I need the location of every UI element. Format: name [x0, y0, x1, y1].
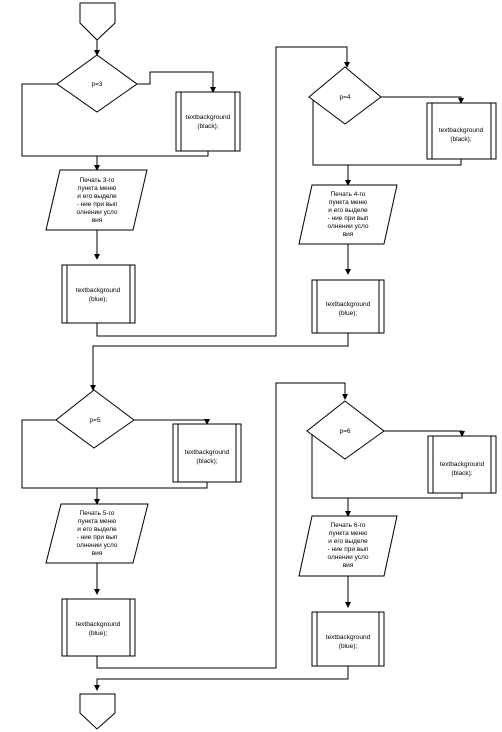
- output-text: Печать 4-го: [331, 191, 366, 198]
- output-text: вия: [343, 562, 354, 569]
- output-text: олнении усло: [327, 223, 368, 230]
- process-text: textbackground: [439, 127, 484, 134]
- decision-diamond: [55, 389, 135, 449]
- output-text: Печать 6-го: [331, 522, 366, 529]
- output-text: вия: [92, 217, 103, 224]
- process-text: (blue);: [89, 630, 108, 637]
- output-text: вия: [92, 550, 103, 557]
- decision-label: p=5: [89, 417, 100, 424]
- process-box: [61, 264, 136, 324]
- output-parallelogram: [45, 503, 149, 564]
- output-text: олнении усло: [76, 542, 117, 549]
- process-box: [311, 279, 385, 334]
- output-text: пункта меню: [329, 530, 367, 537]
- start-terminator: [79, 2, 116, 41]
- process-text: textbackground: [185, 449, 230, 456]
- decision-diamond: [56, 54, 138, 113]
- output-text: вия: [343, 231, 354, 238]
- process-box: [172, 423, 242, 483]
- output-text: - ние при вып: [328, 546, 369, 553]
- process-text: (black);: [450, 136, 472, 143]
- output-text: пункта меню: [78, 185, 116, 192]
- output-text: - ние при вып: [328, 215, 369, 222]
- output-text: и его выделе: [77, 193, 117, 200]
- process-text: (black);: [451, 470, 473, 477]
- process-text: textbackground: [76, 287, 121, 294]
- output-text: пункта меню: [78, 518, 116, 525]
- output-text: олнении усло: [76, 209, 117, 216]
- output-text: и его выделе: [77, 526, 117, 533]
- decision-label: p=6: [339, 428, 350, 435]
- output-text: - ние при вып: [77, 534, 118, 541]
- output-text: - ние при вып: [77, 201, 118, 208]
- process-box: [61, 598, 136, 657]
- connectors: [21, 40, 465, 691]
- decision-label: p=4: [339, 94, 350, 101]
- process-box: [311, 611, 385, 667]
- process-box: [175, 91, 241, 152]
- output-text: и его выделе: [328, 207, 368, 214]
- process-text: textbackground: [76, 621, 121, 628]
- process-text: (blue);: [339, 310, 358, 317]
- output-text: пункта меню: [329, 199, 367, 206]
- output-text: олнении усло: [327, 554, 368, 561]
- process-text: textbackground: [186, 114, 231, 121]
- process-text: textbackground: [440, 461, 485, 468]
- output-text: Печать 3-го: [80, 177, 115, 184]
- decision-diamond: [306, 400, 385, 460]
- output-text: и его выделе: [328, 538, 368, 545]
- decision-diamond: [308, 66, 382, 125]
- process-text: (blue);: [89, 296, 108, 303]
- output-parallelogram: [45, 169, 148, 231]
- process-text: (black);: [196, 458, 218, 465]
- output-text: Печать 5-го: [80, 510, 115, 517]
- process-text: textbackground: [326, 301, 371, 308]
- output-parallelogram: [298, 184, 398, 245]
- end-terminator: [79, 693, 116, 730]
- decision-label: p=3: [91, 81, 102, 88]
- process-box: [426, 102, 497, 160]
- process-text: (black);: [197, 123, 219, 130]
- process-text: (blue);: [339, 643, 358, 650]
- output-parallelogram: [298, 515, 398, 577]
- process-text: textbackground: [326, 634, 371, 641]
- process-box: [427, 435, 497, 494]
